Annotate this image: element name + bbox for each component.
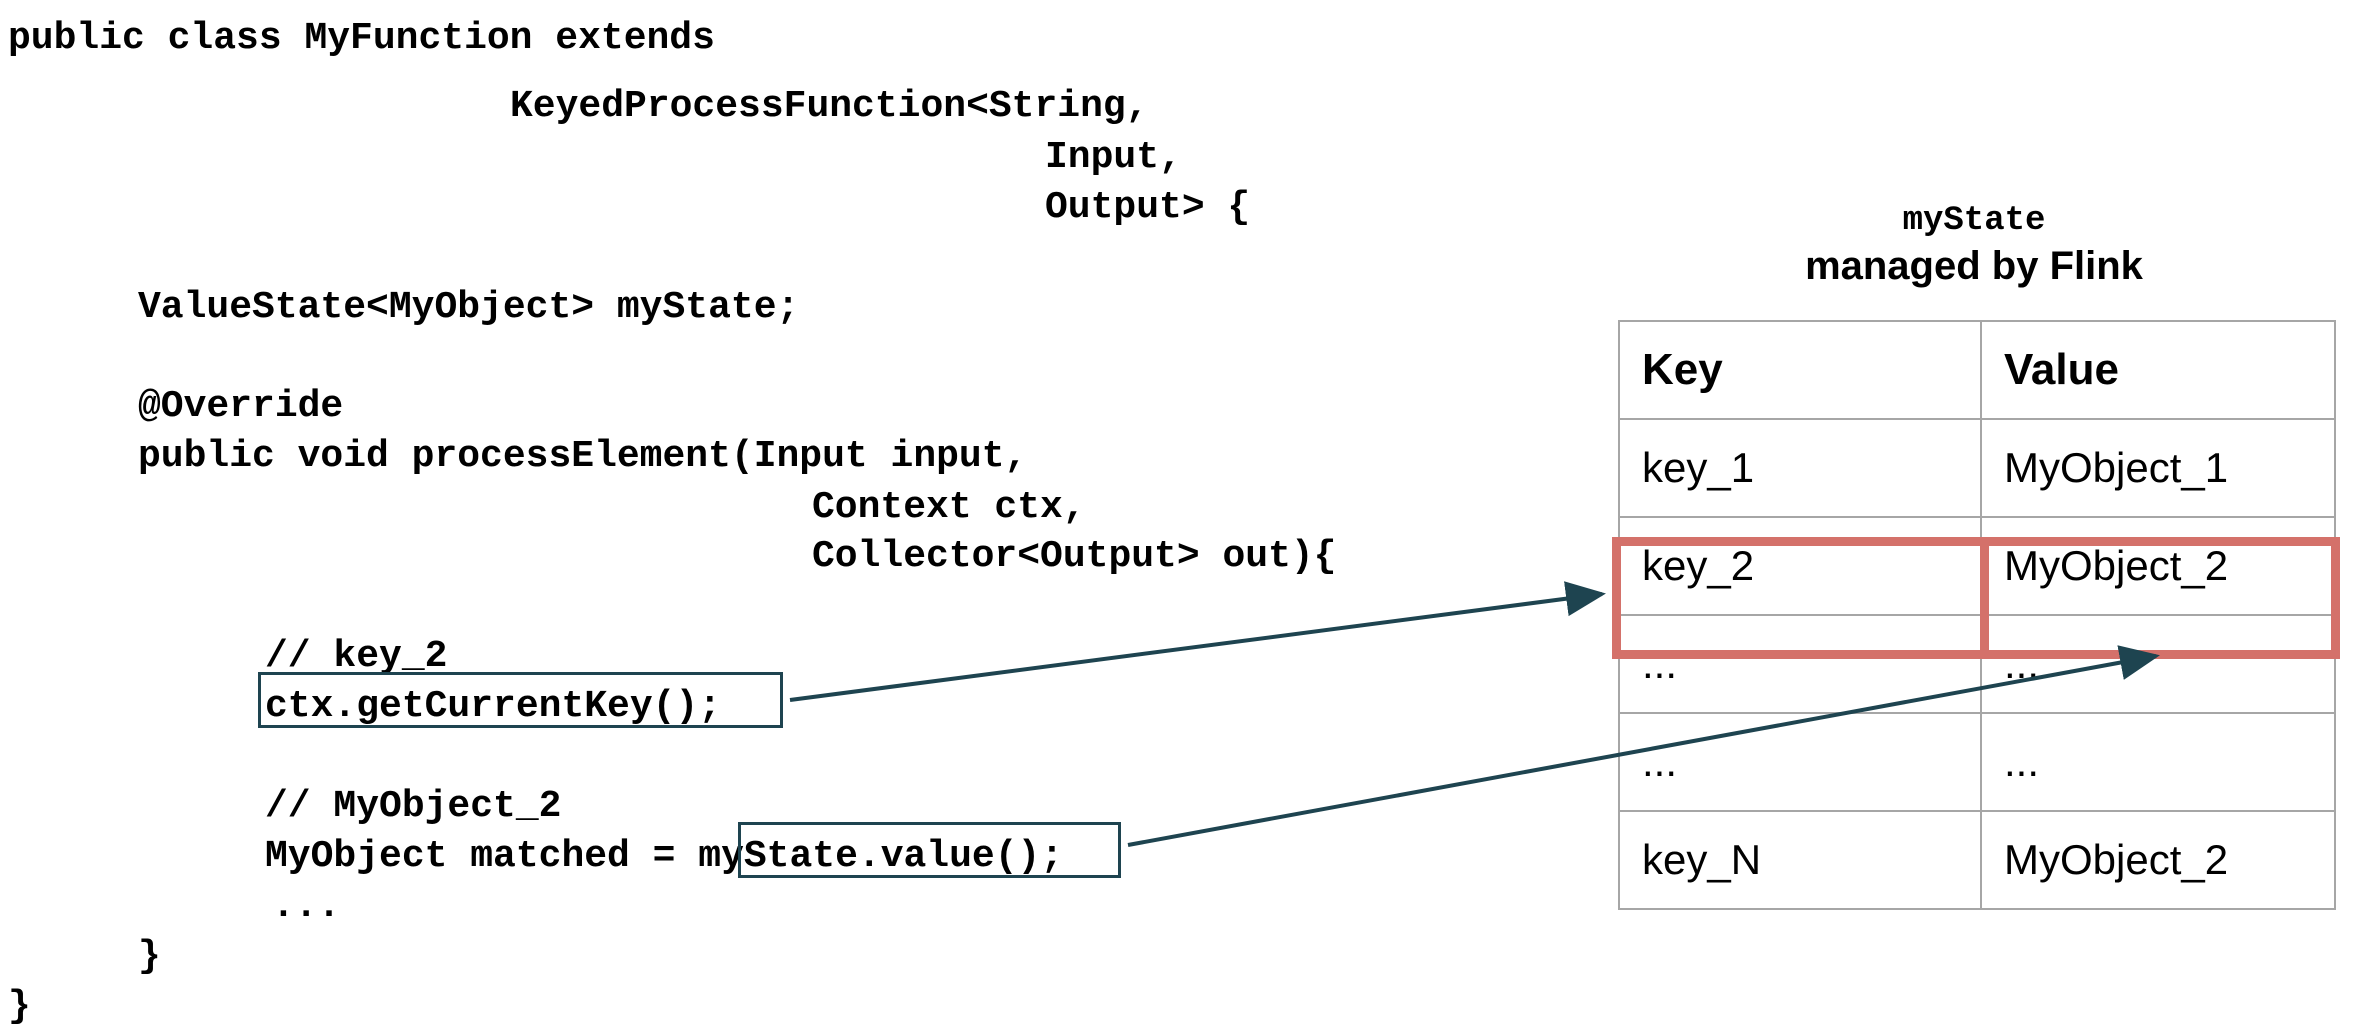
cell-key: ... xyxy=(1618,712,1982,812)
code-comment-key2: // key_2 xyxy=(265,635,448,678)
code-line-matched: MyObject matched = myState.value(); xyxy=(265,835,1064,878)
state-title-mono: myState xyxy=(1902,202,2046,240)
code-line: Output> { xyxy=(1045,186,1251,229)
cell-key: key_2 xyxy=(1618,516,1982,616)
code-line: KeyedProcessFunction<String, xyxy=(510,85,1149,128)
cell-value: MyObject_1 xyxy=(1980,418,2336,518)
state-title-sans: managed by Flink xyxy=(1805,244,2143,288)
code-line: Context ctx, xyxy=(812,486,1086,529)
column-header-value: Value xyxy=(1980,320,2336,420)
table-row: key_1 MyObject_1 xyxy=(1618,418,2336,518)
state-table-title: myState managed by Flink xyxy=(1616,200,2332,290)
column-header-key: Key xyxy=(1618,320,1982,420)
code-line: Input, xyxy=(1045,136,1182,179)
cell-key: key_N xyxy=(1618,810,1982,910)
cell-key: ... xyxy=(1618,614,1982,714)
code-line: public void processElement(Input input, xyxy=(138,435,1028,478)
cell-key: key_1 xyxy=(1618,418,1982,518)
cell-value: ... xyxy=(1980,712,2336,812)
code-comment-myobject2: // MyObject_2 xyxy=(265,785,562,828)
table-row: ... ... xyxy=(1618,712,2336,812)
state-table: Key Value key_1 MyObject_1 key_2 MyObjec… xyxy=(1618,320,2336,910)
table-row: key_N MyObject_2 xyxy=(1618,810,2336,910)
cell-value: MyObject_2 xyxy=(1980,516,2336,616)
cell-value: MyObject_2 xyxy=(1980,810,2336,910)
code-line: Collector<Output> out){ xyxy=(812,535,1337,578)
table-header-row: Key Value xyxy=(1618,320,2336,420)
code-line: ValueState<MyObject> myState; xyxy=(138,286,800,329)
code-line: public class MyFunction extends xyxy=(8,17,715,60)
code-line-ellipsis: ... xyxy=(272,885,341,928)
table-row-highlighted: key_2 MyObject_2 xyxy=(1618,516,2336,616)
ctx-getcurrentkey-box xyxy=(258,672,783,728)
code-panel: public class MyFunction extends KeyedPro… xyxy=(8,17,1337,1028)
code-line-close-class: } xyxy=(8,985,31,1028)
code-line-close-method: } xyxy=(138,935,161,978)
code-line-getcurrentkey: ctx.getCurrentKey(); xyxy=(265,685,722,728)
code-line: @Override xyxy=(138,385,344,428)
cell-value: ... xyxy=(1980,614,2336,714)
state-table-panel: myState managed by Flink Key Value key_1… xyxy=(1616,200,2338,910)
mystate-value-box xyxy=(738,822,1121,878)
table-row: ... ... xyxy=(1618,614,2336,714)
